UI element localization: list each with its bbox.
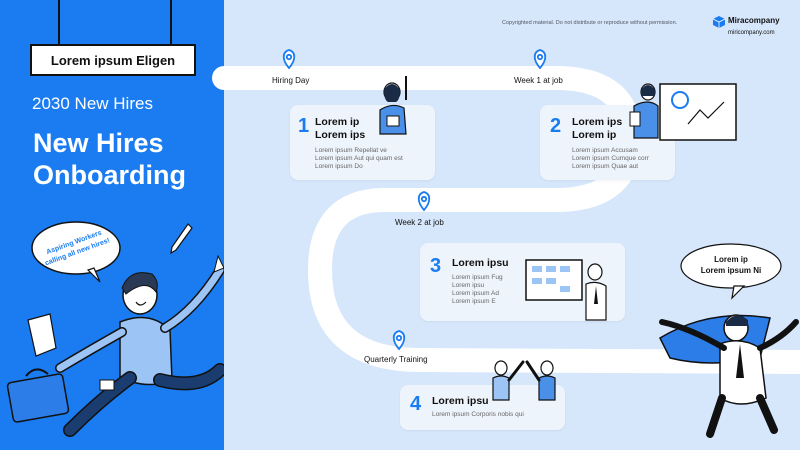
brand-url: miricompany.com xyxy=(728,30,775,36)
step-detail-line: Lorem ipsum Cumque corr xyxy=(572,155,649,162)
superhero-businessman-illustration xyxy=(659,314,799,438)
map-pin-icon-1 xyxy=(282,49,296,70)
title-line-1: New Hires xyxy=(33,128,164,158)
step-detail-line: Lorem ipsum Aut qui quam est xyxy=(315,155,403,162)
brand-cube-icon xyxy=(712,16,726,28)
man-presenting-board-illustration xyxy=(525,259,607,321)
map-pin-icon-4 xyxy=(392,330,406,351)
paper-icon xyxy=(27,313,57,357)
sign-wire-right xyxy=(170,0,172,44)
step-detail-line: Lorem ipsum Corporis nobis qui xyxy=(432,411,524,418)
hero-speech-bubble xyxy=(680,243,782,300)
step-detail-line: Lorem ipsum Do xyxy=(315,163,363,170)
step-number: 4 xyxy=(410,393,422,415)
left-panel: Lorem ipsum Eligen 2030 New Hires New Hi… xyxy=(0,0,224,450)
step-card-1: 1 Lorem ip Lorem ips Lorem ipsum Repella… xyxy=(290,105,435,180)
step-title: Lorem ipsu xyxy=(452,257,509,269)
step-card-4: 4 Lorem ipsu Lorem ipsum Corporis nobis … xyxy=(400,385,565,430)
sign-wire-left xyxy=(58,0,60,44)
hero-bubble-line-1: Lorem ip xyxy=(714,255,748,264)
milestone-label-quarterly-training: Quarterly Training xyxy=(364,355,428,364)
pencil-icon xyxy=(170,223,193,255)
step-title-line-1: Lorem ip xyxy=(315,116,360,128)
map-pin-icon-2 xyxy=(533,49,547,70)
step-title: Lorem ip Lorem ips xyxy=(315,116,365,142)
step-title: Lorem ips Lorem ip xyxy=(572,116,622,142)
brand-name: Miracompany xyxy=(728,16,780,25)
step-detail-line: Lorem ipsum Repellat ve xyxy=(315,147,387,154)
woman-presenting-chart-illustration xyxy=(629,83,737,141)
high-five-pair-illustration xyxy=(492,360,556,401)
step-number: 3 xyxy=(430,255,442,277)
jumping-man-illustration xyxy=(6,254,224,437)
step-detail-line: Lorem ipsum Accusam xyxy=(572,147,638,154)
step-card-3: 3 Lorem ipsu Lorem ipsum Fug Lorem ipsu … xyxy=(420,243,625,321)
step-number: 1 xyxy=(298,115,310,137)
hero-bubble-text: Lorem ip Lorem ipsum Ni xyxy=(686,254,776,276)
subtitle: 2030 New Hires xyxy=(32,94,153,113)
step-detail-line: Lorem ipsu xyxy=(452,282,485,289)
step-title-line-1: Lorem ips xyxy=(572,116,623,128)
step-detail-line: Lorem ipsum Quae aut xyxy=(572,163,639,170)
step-title-line-2: Lorem ips xyxy=(315,129,366,141)
step-title-line-2: Lorem ip xyxy=(572,129,617,141)
step-number: 2 xyxy=(550,115,562,137)
hero-bubble-line-2: Lorem ipsum Ni xyxy=(700,266,762,275)
milestone-label-hiring-day: Hiring Day xyxy=(272,76,310,85)
milestone-label-week-1: Week 1 at job xyxy=(514,76,563,85)
woman-raising-hand-illustration xyxy=(379,76,407,135)
milestone-label-week-2: Week 2 at job xyxy=(395,218,444,227)
hanging-sign: Lorem ipsum Eligen xyxy=(30,44,196,76)
speech-bubble: Aspiring Workers calling all new hires! xyxy=(31,221,121,283)
title-line-2: Onboarding xyxy=(33,160,186,190)
step-title: Lorem ipsu xyxy=(432,395,489,407)
step-detail-line: Lorem ipsum Fug xyxy=(452,274,503,281)
step-detail-line: Lorem ipsum Ad xyxy=(452,290,499,297)
map-pin-icon-3 xyxy=(417,191,431,212)
step-detail-line: Lorem ipsum E xyxy=(452,298,496,305)
copyright-notice: Copyrighted material. Do not distribute … xyxy=(502,20,678,26)
page-title: New Hires Onboarding xyxy=(33,127,223,191)
